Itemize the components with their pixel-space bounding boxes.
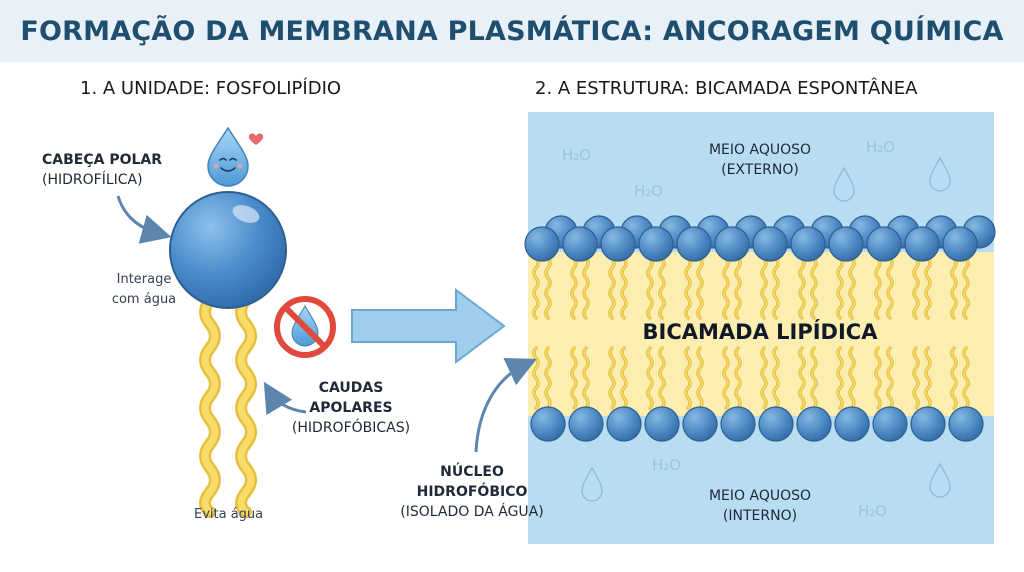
phospholipid-head	[169, 191, 287, 309]
lipid-head	[682, 406, 718, 442]
lipid-head	[644, 406, 680, 442]
head-note: Interage com água	[111, 272, 177, 307]
no-water-icon	[274, 296, 336, 358]
lipid-head	[904, 226, 940, 262]
svg-text:H₂O: H₂O	[652, 456, 681, 474]
right-section-title: 2. A ESTRUTURA: BICAMADA ESPONTÂNEA	[535, 78, 918, 99]
head-label-title: CABEÇA POLAR	[42, 152, 163, 168]
lipid-head	[790, 226, 826, 262]
lipid-head	[796, 406, 832, 442]
lipid-head	[758, 406, 794, 442]
lipid-head	[752, 226, 788, 262]
page-title: FORMAÇÃO DA MEMBRANA PLASMÁTICA: ANCORAG…	[20, 15, 1004, 47]
inner-medium-label: MEIO AQUOSO (INTERNO)	[708, 488, 812, 524]
lipid-head	[828, 226, 864, 262]
lipid-head	[714, 226, 750, 262]
svg-text:H₂O: H₂O	[866, 138, 895, 156]
outer-medium-label: MEIO AQUOSO (EXTERNO)	[708, 142, 812, 178]
bilayer-label: BICAMADA LIPÍDICA	[642, 320, 878, 344]
lipid-head	[600, 226, 636, 262]
head-pointer-arrow	[116, 195, 172, 244]
head-label-subtitle: (HIDROFÍLICA)	[42, 172, 143, 188]
core-pointer-arrow	[474, 358, 537, 453]
tails-label-subtitle: (HIDROFÓBICAS)	[291, 420, 411, 436]
svg-text:H₂O: H₂O	[634, 182, 663, 200]
heart-icon	[248, 133, 264, 145]
bilayer-heads-lower	[530, 406, 984, 442]
lipid-head	[942, 226, 978, 262]
lipid-head	[948, 406, 984, 442]
tails-note: Evita água	[194, 507, 264, 522]
tails-pointer-arrow	[263, 381, 307, 416]
lipid-head	[638, 226, 674, 262]
tails-label-line1: CAUDAS	[318, 380, 384, 396]
water-drop-smile-icon	[207, 126, 249, 187]
lipid-head	[530, 406, 566, 442]
core-label: NÚCLEO HIDROFÓBICO (ISOLADO DA ÁGUA)	[400, 464, 544, 520]
head-label: CABEÇA POLAR (HIDROFÍLICA)	[42, 150, 162, 190]
lipid-head	[606, 406, 642, 442]
left-section-title: 1. A UNIDADE: FOSFOLIPÍDIO	[80, 78, 342, 99]
h2o-labels: H₂O H₂O H₂O H₂O H₂O	[562, 138, 895, 520]
arrow-right-icon	[351, 288, 506, 364]
lipid-head	[568, 406, 604, 442]
lipid-head	[720, 406, 756, 442]
lipid-head	[524, 226, 560, 262]
lipid-head	[676, 226, 712, 262]
lipid-head	[872, 406, 908, 442]
bilayer-tails-lower	[532, 346, 970, 410]
lipid-head	[910, 406, 946, 442]
bilayer-tails-upper	[532, 256, 970, 320]
lipid-head	[834, 406, 870, 442]
svg-text:H₂O: H₂O	[562, 146, 591, 164]
bilayer-heads-upper	[524, 226, 978, 262]
tails-label: CAUDAS APOLARES (HIDROFÓBICAS)	[286, 378, 416, 438]
title-bar: FORMAÇÃO DA MEMBRANA PLASMÁTICA: ANCORAG…	[0, 0, 1024, 62]
lipid-head	[866, 226, 902, 262]
water-drop-icon	[581, 156, 951, 502]
lipid-head	[562, 226, 598, 262]
svg-text:H₂O: H₂O	[858, 502, 887, 520]
tails-label-line2: APOLARES	[309, 400, 393, 416]
